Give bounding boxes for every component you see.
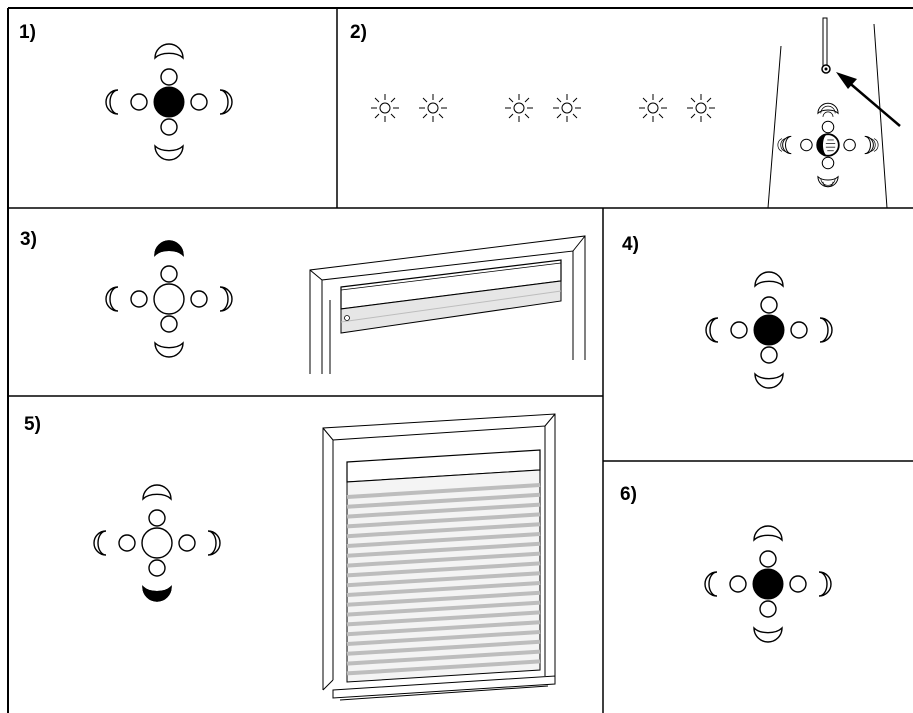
remote-control-keypad-icon: [93, 484, 221, 602]
remote-control-keypad-icon-small: [777, 102, 879, 188]
step-label-2: 2): [350, 22, 367, 43]
down-button-filled: [142, 585, 172, 602]
remote-housing: [767, 17, 901, 209]
blind-pleat: [346, 639, 541, 656]
blind-pleat: [346, 512, 541, 529]
blind-pleat: [346, 581, 541, 597]
center-button-filled: [153, 86, 185, 118]
remote-control-keypad-icon: [105, 240, 233, 358]
reset-pin-icon: [821, 17, 831, 74]
blind-pleat: [346, 522, 541, 539]
panel-4: 4): [622, 234, 833, 389]
blind-pleat: [346, 620, 541, 637]
window-blind-raised: [309, 235, 586, 374]
remote-control-keypad-icon: [705, 271, 833, 389]
step-label-3: 3): [20, 229, 37, 250]
blind-pleat: [346, 492, 541, 509]
panel-5: 5): [24, 413, 556, 701]
panel-2: 2): [350, 17, 901, 209]
remote-control-keypad-icon: [105, 43, 233, 161]
blind-pleat: [346, 532, 541, 548]
step-label-1: 1): [19, 22, 36, 43]
step-label-5: 5): [24, 414, 41, 435]
blind-pleat: [346, 502, 541, 519]
blinking-light-icon: [370, 93, 716, 123]
blind-pleat: [346, 541, 541, 558]
blind-pleat: [346, 630, 541, 646]
blind-pleat: [346, 551, 541, 568]
remote-control-keypad-icon: [704, 525, 832, 643]
blind-pleat: [346, 600, 541, 617]
blind-pleat: [346, 483, 541, 499]
window-blind-lowered: [322, 413, 556, 701]
blind-pleat: [346, 561, 541, 578]
step-label-4: 4): [622, 234, 639, 255]
panel-1: 1): [19, 22, 233, 161]
center-button-filled: [752, 568, 784, 600]
blind-pleat: [346, 659, 541, 676]
panel-grid: [7, 7, 913, 713]
panel-3: 3): [20, 229, 586, 374]
center-button-filled: [753, 314, 785, 346]
blind-pleat: [346, 649, 541, 666]
step-label-6: 6): [620, 484, 637, 505]
panel-6: 6): [620, 484, 832, 643]
blind-pleat: [346, 571, 541, 588]
up-button-filled: [154, 240, 184, 257]
blind-pleat: [346, 590, 541, 607]
pointer-arrow-icon: [836, 72, 901, 127]
blind-pleat: [346, 610, 541, 627]
